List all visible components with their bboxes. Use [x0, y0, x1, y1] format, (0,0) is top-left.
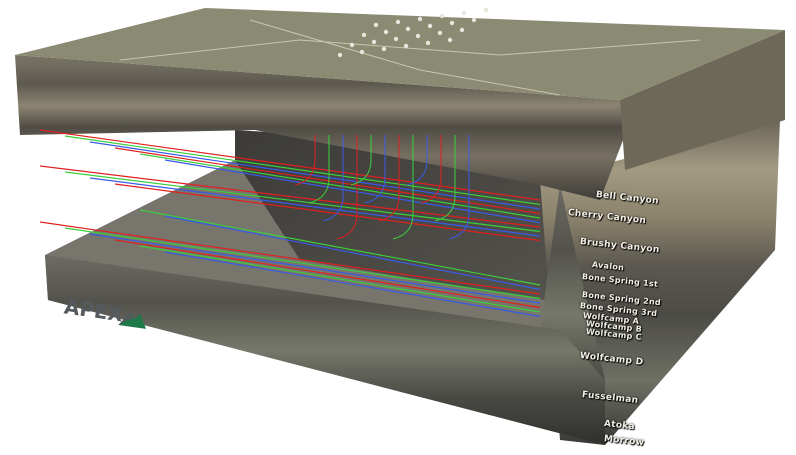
logo-mountain-icon: APEX — [63, 294, 147, 329]
wellbore-lateral — [64, 135, 541, 206]
well-pad — [417, 16, 423, 22]
road — [119, 39, 701, 61]
wellbore-lateral — [39, 165, 541, 228]
wellbore-lateral — [39, 221, 541, 295]
lower-block-front-face — [45, 255, 605, 445]
well-pad — [405, 26, 411, 32]
well-pad — [337, 52, 343, 58]
wellbore-vertical — [434, 135, 456, 222]
wellbore-vertical — [350, 135, 372, 186]
top-slab-front — [15, 55, 625, 200]
horizontal-wells — [39, 129, 541, 318]
well-pad — [371, 39, 377, 45]
well-pad — [361, 32, 367, 38]
wellbore-lateral — [39, 129, 541, 201]
well-pad — [427, 23, 433, 29]
ground-surface — [15, 8, 785, 100]
road — [249, 19, 561, 96]
well-pad — [459, 27, 465, 33]
wellbore-lateral — [89, 177, 541, 237]
wellbore-lateral — [164, 159, 541, 224]
wellbore-lateral — [139, 209, 541, 286]
well-pads — [337, 7, 489, 58]
wellbore-lateral — [114, 183, 541, 242]
wellbore-vertical — [294, 135, 316, 186]
wellbore-vertical — [420, 135, 442, 204]
well-pad — [425, 40, 431, 46]
well-pad — [471, 17, 477, 23]
wellbore-lateral — [114, 239, 541, 309]
well-pad — [381, 46, 387, 52]
wellbore-lateral — [139, 153, 541, 219]
well-pad — [403, 43, 409, 49]
wellbore-vertical — [406, 135, 428, 186]
top-slab-side — [620, 30, 785, 170]
wellbore-vertical — [336, 135, 358, 240]
well-pad — [437, 30, 443, 36]
apex-logo: APEX — [60, 289, 150, 335]
wellbore-vertical — [392, 135, 414, 240]
wellbore-vertical — [378, 135, 400, 222]
well-pad — [439, 13, 445, 19]
well-pad — [449, 20, 455, 26]
wellbore-lateral — [164, 251, 541, 318]
well-pad — [383, 29, 389, 35]
wellbore-lateral — [64, 227, 541, 300]
wellbore-vertical — [364, 135, 386, 204]
well-pad — [461, 10, 467, 16]
logo-text: APEX — [63, 294, 126, 326]
well-pad — [395, 19, 401, 25]
wellbore-lateral — [139, 245, 541, 313]
well-pad — [373, 22, 379, 28]
well-pad — [359, 49, 365, 55]
well-pad — [415, 33, 421, 39]
wellbore-vertical — [308, 135, 330, 204]
wellbore-lateral — [89, 233, 541, 304]
well-pad — [393, 36, 399, 42]
wellbore-vertical — [322, 135, 344, 222]
well-pad — [483, 7, 489, 13]
wellbore-lateral — [89, 141, 541, 210]
well-pad — [447, 37, 453, 43]
wellbore-vertical — [448, 135, 470, 240]
well-pad — [349, 42, 355, 48]
wellbore-lateral — [64, 171, 541, 233]
wellbore-lateral — [164, 215, 541, 291]
